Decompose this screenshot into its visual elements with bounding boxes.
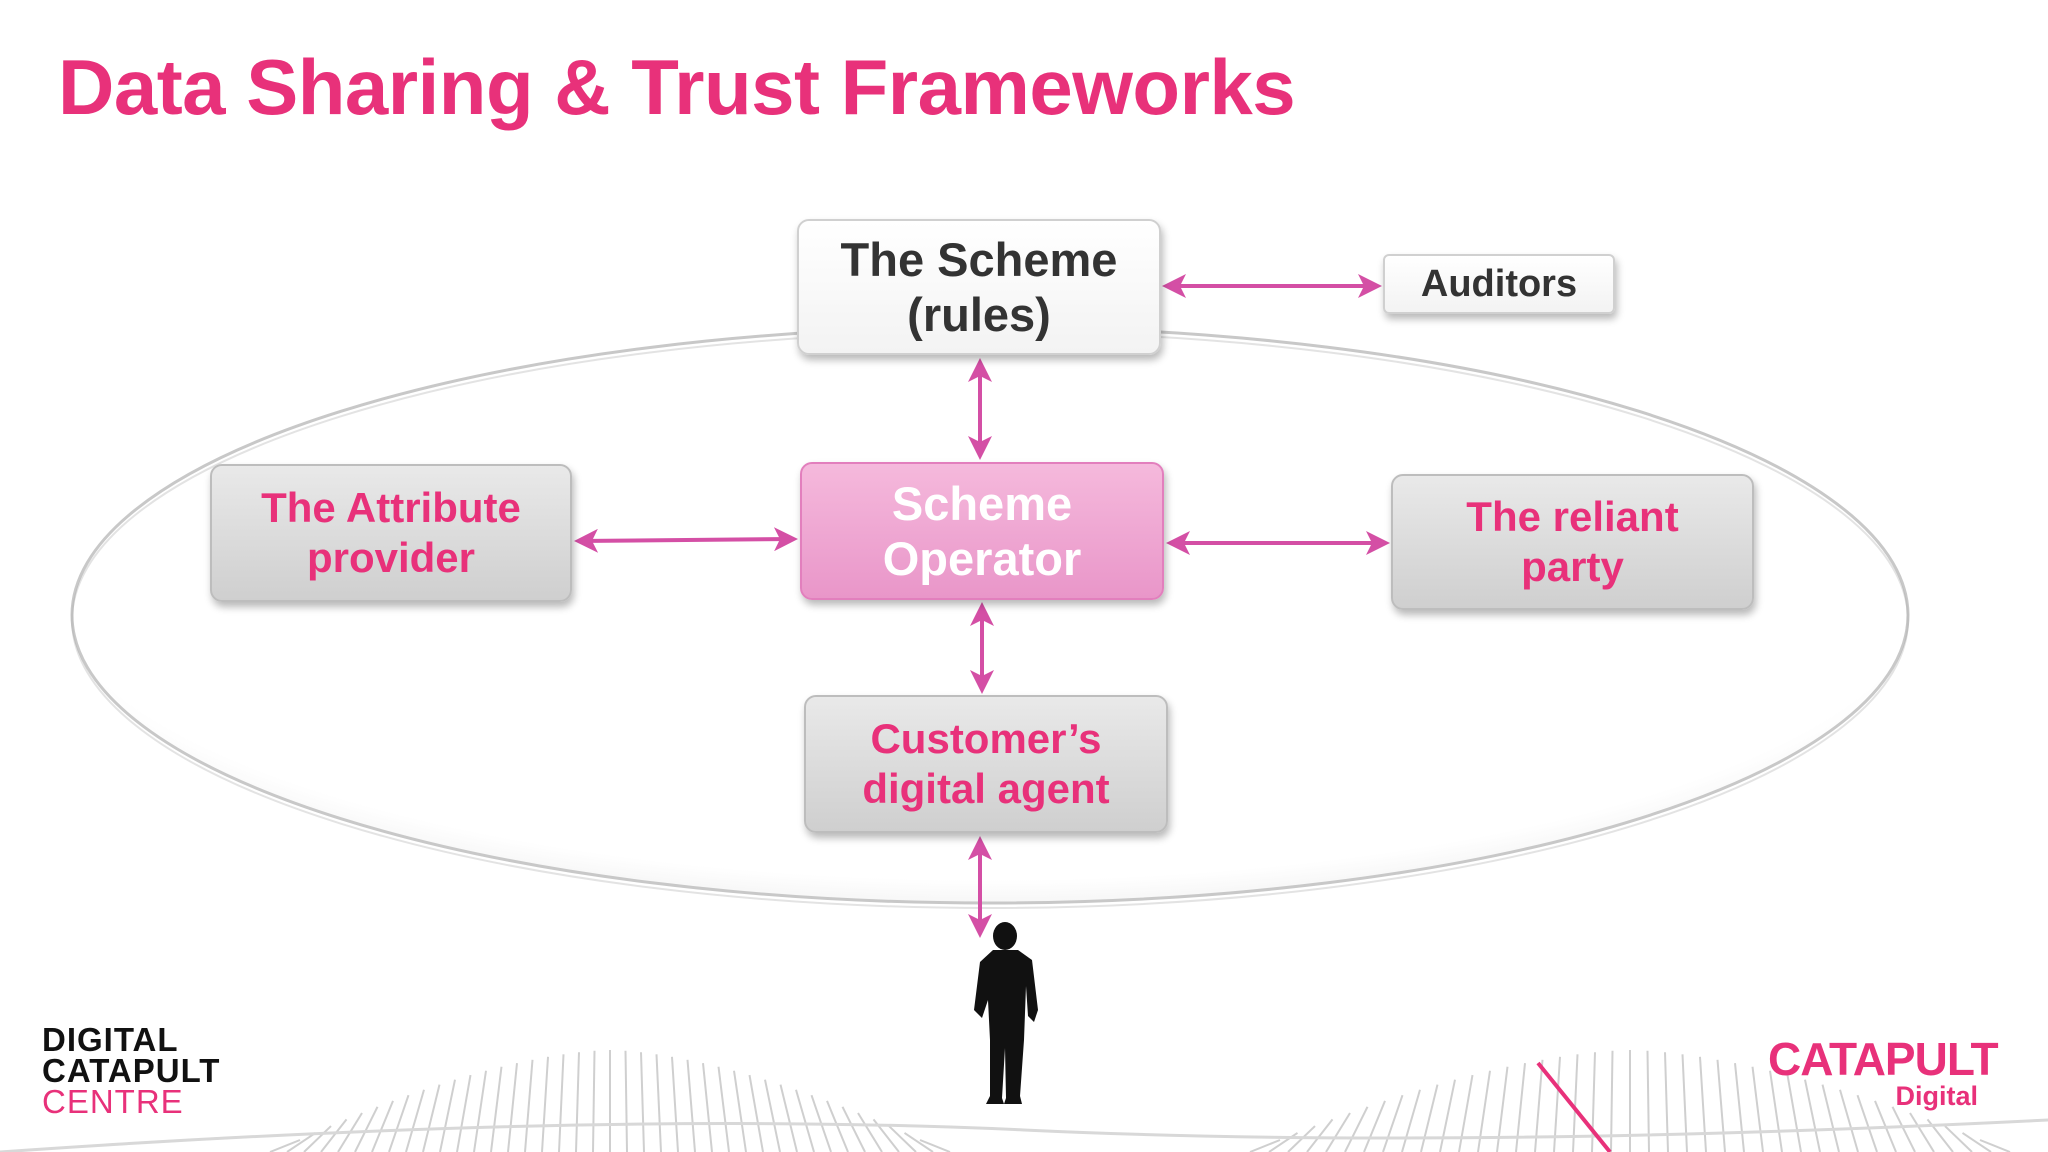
connector-arrows	[574, 274, 1390, 938]
person-silhouette-icon	[974, 922, 1038, 1104]
node-the-scheme: The Scheme (rules)	[797, 219, 1161, 355]
decorative-wave-lines	[0, 1050, 2048, 1152]
logo-digital-word: Digital	[1895, 1081, 1978, 1111]
node-the-scheme-line2: (rules)	[907, 288, 1051, 341]
node-customers-digital-agent: Customer’s digital agent	[804, 695, 1168, 833]
node-reliant-party: The reliant party	[1391, 474, 1754, 610]
node-customers-digital-agent-line1: Customer’s	[870, 715, 1102, 763]
node-attribute-provider-line2: provider	[306, 534, 476, 581]
logo-line-catapult: CATAPULT	[42, 1052, 221, 1089]
logo-line-centre: CENTRE	[42, 1083, 184, 1120]
node-reliant-party-line2: party	[1521, 543, 1624, 590]
node-scheme-operator-line1: Scheme	[891, 476, 1073, 530]
node-auditors: Auditors	[1383, 254, 1615, 314]
slide-title: Data Sharing & Trust Frameworks	[58, 43, 1296, 131]
node-the-scheme-line1: The Scheme	[840, 232, 1118, 286]
catapult-digital-logo: CATAPULT Digital	[1768, 1033, 1999, 1111]
logo-line-digital: DIGITAL	[42, 1021, 179, 1058]
node-attribute-provider: The Attribute provider	[210, 464, 572, 602]
node-reliant-party-line1: The reliant	[1466, 493, 1679, 541]
node-auditors-label: Auditors	[1420, 262, 1578, 305]
arrow-attribute-operator	[574, 527, 798, 553]
decorative-pink-slash	[1536, 1061, 1612, 1152]
digital-catapult-centre-logo: DIGITAL CATAPULT CENTRE	[42, 1021, 221, 1120]
node-scheme-operator: Scheme Operator	[800, 462, 1164, 600]
logo-catapult-word: CATAPULT	[1768, 1033, 1999, 1085]
node-scheme-operator-line2: Operator	[882, 532, 1082, 585]
node-customers-digital-agent-line2: digital agent	[862, 765, 1110, 812]
node-attribute-provider-line1: The Attribute	[261, 484, 521, 532]
